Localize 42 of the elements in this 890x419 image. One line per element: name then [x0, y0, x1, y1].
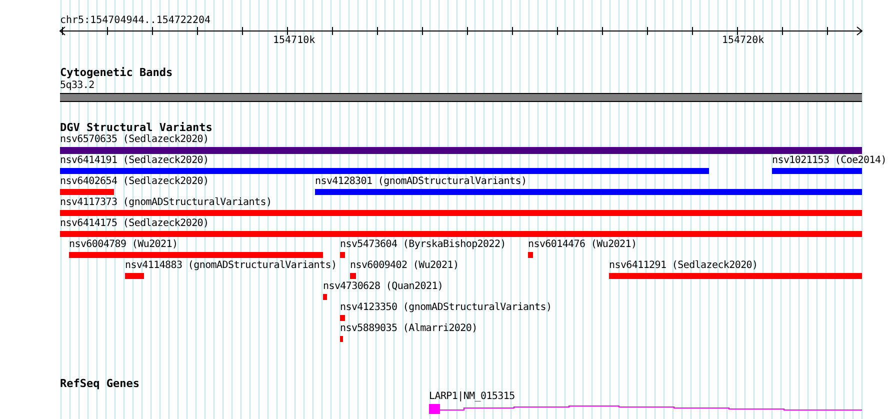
feature-label: nsv6014476 (Wu2021)	[528, 239, 637, 250]
feature-label: nsv6004789 (Wu2021)	[69, 239, 178, 250]
variant-feature	[60, 176, 209, 195]
variant-feature	[60, 218, 862, 237]
track-title: RefSeq Genes	[60, 378, 140, 390]
variant-feature	[772, 155, 886, 174]
variant-feature	[125, 260, 337, 279]
variant-feature	[60, 155, 709, 174]
variant-feature	[60, 197, 862, 216]
variant-feature	[323, 281, 444, 300]
feature-label: nsv4128301 (gnomADStructuralVariants)	[315, 176, 527, 187]
variant-feature	[69, 239, 323, 258]
feature-label: nsv4123350 (gnomADStructuralVariants)	[340, 302, 552, 313]
genomic-range-label: chr5:154704944..154722204	[60, 15, 211, 26]
feature-label: nsv5473604 (ByrskaBishop2022)	[340, 239, 506, 250]
feature-label: nsv4117373 (gnomADStructuralVariants)	[60, 197, 272, 208]
feature-label: nsv5889035 (Almarri2020)	[340, 323, 478, 334]
feature-label: nsv4730628 (Quan2021)	[323, 281, 444, 292]
feature-label: nsv6009402 (Wu2021)	[350, 260, 459, 271]
variant-feature	[315, 176, 862, 195]
variant-feature	[340, 302, 552, 321]
variant-feature	[350, 260, 459, 279]
feature-label: nsv6570635 (Sedlazeck2020)	[60, 134, 209, 145]
axis-tick-label: 154720k	[722, 35, 764, 46]
feature-label: nsv6414175 (Sedlazeck2020)	[60, 218, 209, 229]
cytoband-feature	[60, 80, 862, 102]
variant-feature	[528, 239, 637, 258]
feature-label: nsv6411291 (Sedlazeck2020)	[609, 260, 758, 271]
axis-tick-label: 154710k	[273, 35, 316, 46]
feature-label: nsv1021153 (Coe2014)	[772, 155, 886, 166]
variant-feature	[60, 134, 862, 154]
track-title: DGV Structural Variants	[60, 122, 212, 134]
variant-feature	[340, 323, 478, 342]
feature-label: nsv6402654 (Sedlazeck2020)	[60, 176, 209, 187]
track-title: Cytogenetic Bands	[60, 67, 173, 79]
feature-label: LARP1|NM_015315	[429, 391, 515, 402]
feature-label: nsv4114883 (gnomADStructuralVariants)	[125, 260, 337, 271]
variant-feature	[609, 260, 862, 279]
gene-feature	[429, 391, 862, 414]
feature-label: 5q33.2	[60, 80, 94, 91]
feature-label: nsv6414191 (Sedlazeck2020)	[60, 155, 209, 166]
variant-feature	[340, 239, 506, 258]
